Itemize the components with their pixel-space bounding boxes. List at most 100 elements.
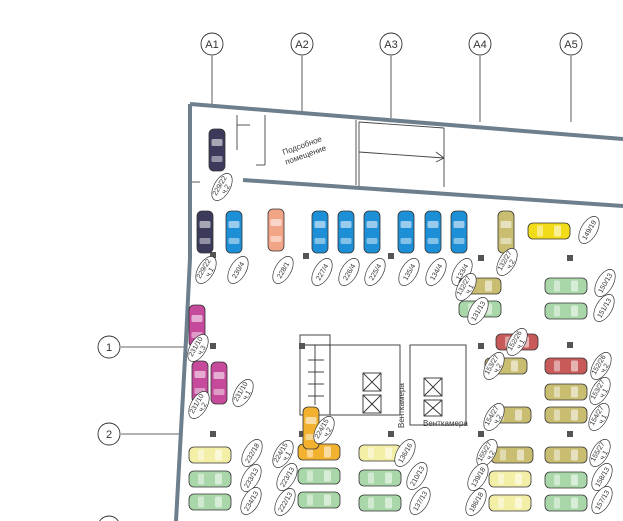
- car-icon: [544, 302, 588, 320]
- car-icon: [544, 357, 588, 375]
- spot-part: ч.2: [493, 363, 504, 375]
- parking-spot: 225/4: [363, 210, 386, 286]
- spot-label: 233/13: [240, 464, 262, 492]
- car-icon: [188, 470, 232, 488]
- storage-room-label: Подсобное помещение: [281, 134, 328, 166]
- spot-part: ч.2: [493, 414, 504, 426]
- spot-label: 158/13: [591, 463, 613, 491]
- parking-spot: 230/4: [225, 210, 249, 284]
- spot-label: 231/10ч.2: [188, 391, 210, 419]
- parking-spot: 150/13: [544, 269, 616, 297]
- spot-part: ч.2: [600, 363, 611, 375]
- parking-spot: 229/22ч.2: [208, 128, 233, 201]
- svg-text:A2: A2: [295, 39, 308, 51]
- spot-label: 227/4: [311, 258, 333, 286]
- car-icon: [363, 210, 381, 254]
- spot-label: 152/26ч.2: [590, 352, 612, 380]
- spot-part: ч.2: [506, 259, 517, 271]
- car-icon: [497, 210, 515, 254]
- car-icon: [488, 470, 532, 488]
- spot-label: 229/22ч.1: [195, 256, 217, 284]
- parking-spot: 155/27ч.1: [544, 439, 611, 467]
- svg-text:A1: A1: [205, 39, 218, 51]
- parking-spot: 224/15ч.2: [302, 406, 335, 450]
- car-icon: [544, 383, 588, 401]
- car-icon: [358, 444, 402, 462]
- stair-core: [299, 334, 467, 426]
- spot-part: ч.1: [242, 390, 253, 402]
- parking-spot: 132/27ч.2: [496, 210, 518, 276]
- car-icon: [337, 210, 355, 254]
- spot-label: 186/18: [465, 488, 487, 516]
- parking-spot: 153/27ч.2: [483, 352, 528, 380]
- parking-spot: 226/4: [337, 210, 360, 286]
- car-icon: [490, 446, 534, 464]
- parking-spot: 149/19: [527, 216, 600, 244]
- spot-label: 150/13: [594, 269, 616, 297]
- car-icon: [544, 277, 588, 295]
- spot-label: 226/4: [338, 258, 360, 286]
- car-icon: [358, 494, 402, 512]
- axis-bubble-a4: A4: [468, 32, 492, 56]
- car-icon: [311, 210, 329, 254]
- spot-label: 228/1: [272, 256, 294, 284]
- parking-spot: 134/4: [424, 210, 447, 286]
- svg-text:A4: A4: [473, 39, 486, 51]
- car-icon: [450, 210, 468, 254]
- spot-part: ч.1: [598, 414, 609, 426]
- parking-spot: 132/27ч.1: [455, 273, 502, 301]
- parking-spot: 233/13: [188, 464, 262, 492]
- spot-part: ч.3: [197, 345, 208, 357]
- parking-spot: 137/13: [358, 487, 431, 515]
- parking-spot: 154/27ч.1: [544, 403, 610, 431]
- parking-spot: 135/4: [397, 210, 420, 286]
- axis-bubble-a1: A1: [200, 32, 224, 56]
- spot-label: 132/27ч.2: [496, 248, 518, 276]
- spot-label: 149/19: [578, 216, 600, 244]
- parking-spot: 157/13: [544, 486, 613, 514]
- spot-label: 137/13: [409, 487, 431, 515]
- car-icon: [196, 210, 214, 254]
- parking-spot: 231/10ч.3: [187, 304, 209, 362]
- spot-label: 210/13: [406, 462, 428, 490]
- car-icon: [188, 493, 232, 511]
- spot-label: 223/13: [276, 463, 298, 491]
- parking-spot: 232/18: [188, 439, 263, 467]
- car-icon: [210, 361, 228, 405]
- vent-room-label-1: Венткамера: [397, 383, 406, 428]
- spot-label: 153/27ч.1: [589, 377, 611, 405]
- spot-label: 131/13: [467, 297, 489, 325]
- car-icon: [527, 222, 571, 240]
- car-icon: [544, 446, 588, 464]
- spot-label: 232/18: [241, 439, 263, 467]
- parking-spot: 131/13: [458, 297, 502, 325]
- axis-grid: [121, 56, 572, 435]
- spot-label: 234/13: [240, 487, 262, 515]
- svg-text:A5: A5: [564, 39, 577, 51]
- parking-spot: 152/26ч.1: [495, 328, 539, 356]
- car-icon: [544, 494, 588, 512]
- spot-part: ч.2: [221, 184, 232, 196]
- spot-label: 136/16: [394, 439, 416, 467]
- parking-spot: 154/27ч.2: [483, 403, 532, 431]
- spot-part: ч.1: [599, 450, 610, 462]
- outer-walls: [174, 102, 623, 521]
- svg-text:A3: A3: [384, 39, 397, 51]
- vent-room-label-2: Венткамера: [423, 419, 468, 428]
- car-icon: [424, 210, 442, 254]
- spot-part: ч.1: [282, 451, 293, 463]
- spot-label: 225/4: [364, 258, 386, 286]
- spot-label: 139/18: [467, 463, 489, 491]
- parking-spot: 210/13: [358, 462, 428, 490]
- axis-bubble-a3: A3: [379, 32, 403, 56]
- spot-label: 157/13: [591, 486, 613, 514]
- car-icon: [544, 406, 588, 424]
- parking-spot: 151/13: [544, 294, 615, 322]
- car-icon: [297, 467, 341, 485]
- car-icon: [488, 494, 532, 512]
- car-icon: [188, 446, 232, 464]
- spot-label: 229/22ч.2: [211, 173, 233, 201]
- axis-bubble-1: 1: [97, 335, 121, 359]
- car-icon: [297, 491, 341, 509]
